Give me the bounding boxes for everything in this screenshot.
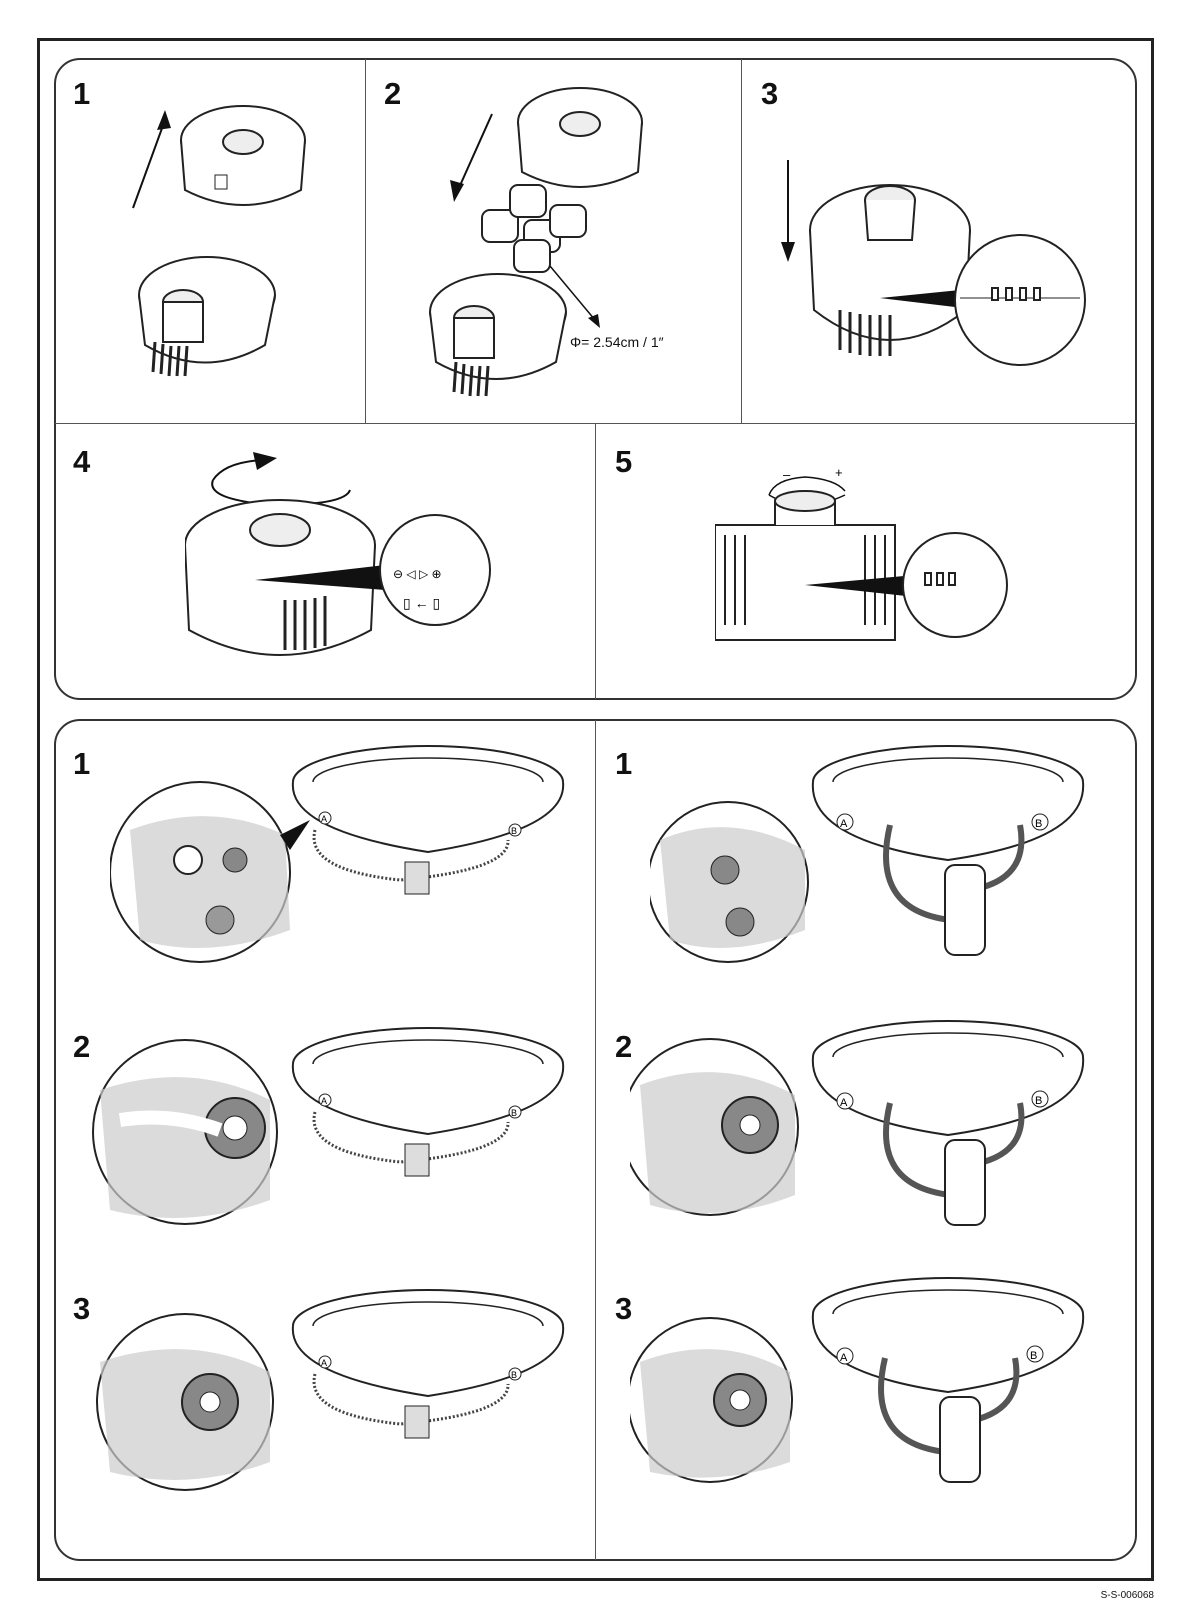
pool-strainer-secure-illustration: A B — [90, 1282, 580, 1502]
pool-inlet-install-illustration: A B — [110, 740, 580, 990]
skimmer-adjust-illustration: – + — [715, 465, 1015, 665]
step-number: 1 — [73, 748, 90, 779]
pump-hose-install-illustration: A B — [650, 740, 1120, 980]
connector-insert-illustration — [420, 80, 730, 410]
divider — [365, 59, 366, 423]
step-number: 3 — [73, 1293, 90, 1324]
step-number: 1 — [615, 748, 632, 779]
pool-strainer-attach-illustration: A B — [90, 1020, 580, 1250]
step-number: 1 — [73, 78, 90, 109]
port-a-label: A — [321, 1358, 327, 1368]
step-number: 5 — [615, 446, 632, 477]
connector-diameter-label: Φ= 2.54cm / 1″ — [570, 334, 664, 350]
port-a-label: A — [840, 1352, 848, 1364]
step-number: 2 — [73, 1031, 90, 1062]
document-code: S-S-006068 — [1101, 1590, 1154, 1601]
skimmer-assembled-illustration — [770, 150, 1100, 380]
port-b-label: B — [511, 1370, 517, 1380]
port-b-label: B — [1035, 1095, 1042, 1107]
step-number: 2 — [384, 78, 401, 109]
minus-symbol: – — [783, 467, 791, 482]
port-b-label: B — [1035, 818, 1042, 830]
port-a-label: A — [840, 1097, 848, 1109]
port-a-label: A — [321, 1096, 327, 1106]
divider — [595, 423, 596, 699]
divider — [595, 720, 596, 1560]
skimmer-lid-removal-illustration — [105, 80, 355, 400]
plus-symbol: + — [835, 465, 843, 480]
port-b-label: B — [511, 826, 517, 836]
step-number: 3 — [761, 78, 778, 109]
divider — [741, 59, 742, 423]
skimmer-rotate-illustration: ⊖ ◁ ▷ ⊕ ▯ ← ▯ — [185, 450, 505, 685]
port-b-label: B — [1030, 1350, 1037, 1362]
svg-text:▯ ← ▯: ▯ ← ▯ — [403, 595, 440, 611]
port-b-label: B — [511, 1108, 517, 1118]
port-a-label: A — [321, 814, 327, 824]
port-a-label: A — [840, 818, 848, 830]
step-number: 4 — [73, 446, 90, 477]
pump-strainer-attach-illustration: A B — [630, 1015, 1120, 1255]
svg-text:⊖ ◁ ▷ ⊕: ⊖ ◁ ▷ ⊕ — [393, 567, 442, 581]
pump-strainer-secure-illustration: A B — [630, 1272, 1120, 1512]
